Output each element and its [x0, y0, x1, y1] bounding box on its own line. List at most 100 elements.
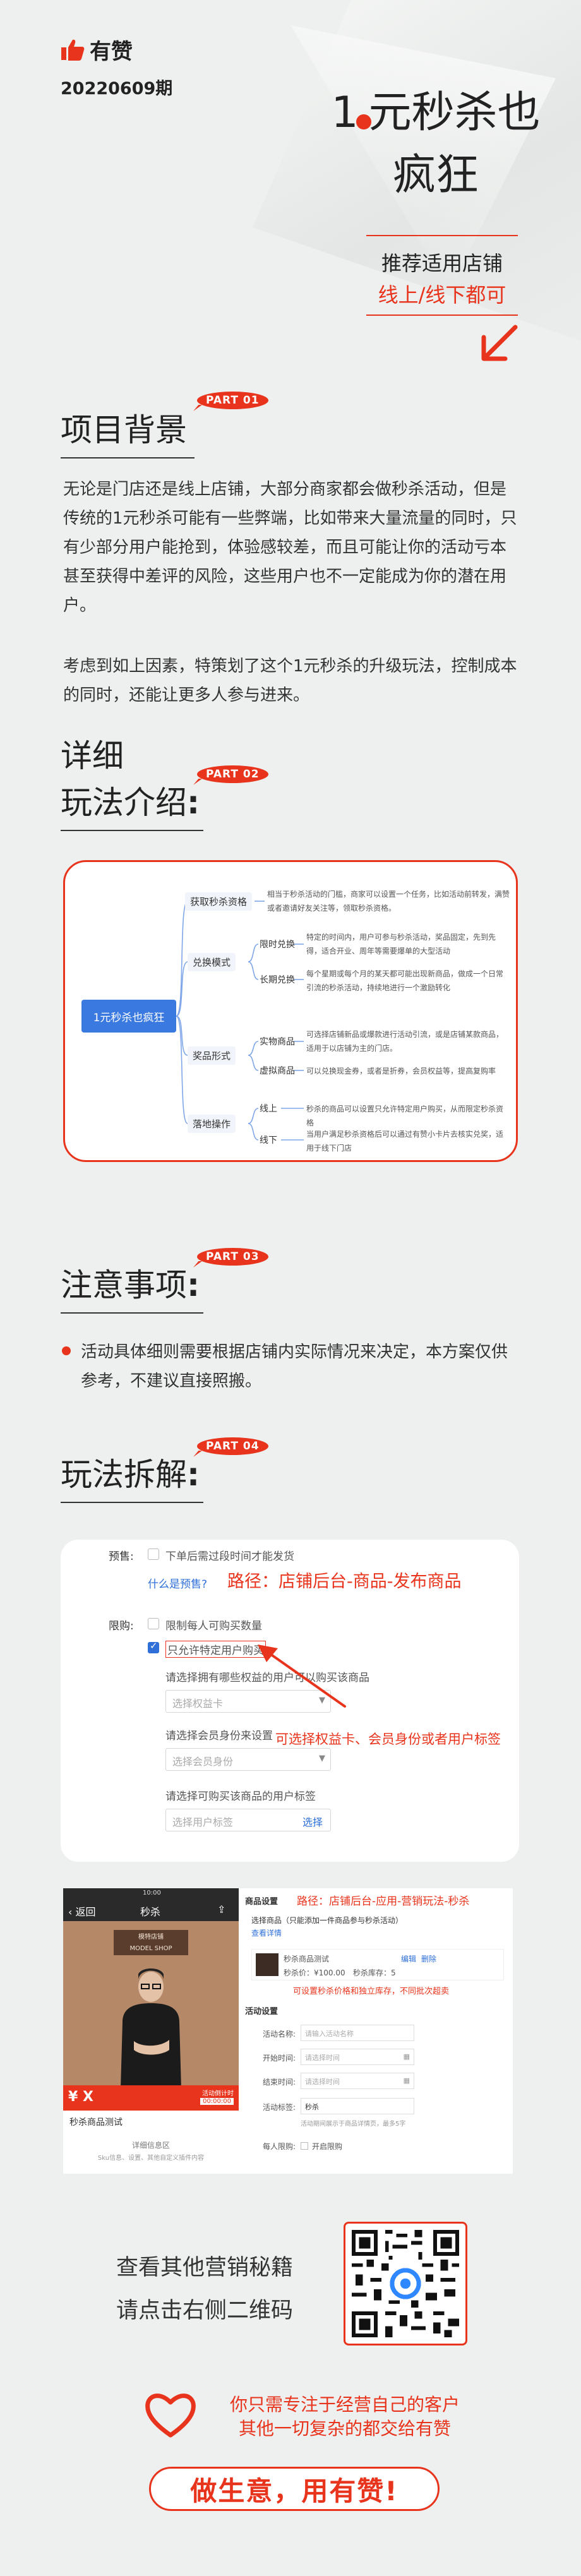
mindmap-sub: 长期兑换: [260, 975, 295, 985]
mindmap-branch: 落地操作: [188, 1115, 236, 1133]
hero-subtitle-highlight: 线上/线下都可: [378, 283, 506, 307]
seckill-price: ¥ X: [68, 2089, 93, 2105]
section-title: 注意事项:: [61, 1267, 200, 1303]
rights-label: 请选择拥有哪些权益的用户可以购买该商品: [165, 1672, 369, 1684]
qr-caption-line1: 查看其他营销秘籍: [116, 2255, 294, 2280]
limit-count-option: 限制每人可购买数量: [165, 1620, 262, 1632]
mindmap-leaf: 每个星期或每个月的某天都可能出现新商品，做成一个日常引流的秒杀活动，持续地进行一…: [306, 969, 504, 992]
section-title-line2: 玩法介绍:: [61, 784, 200, 821]
hero-title-line2: 疯狂: [392, 150, 479, 200]
mindmap-leaf: 可以兑换现金券，或者是折券，会员权益等，提高复购率: [306, 1067, 496, 1075]
presale-label: 预售:: [109, 1550, 134, 1563]
price-note: 可设置秒杀价格和独立库存，不同批次超卖: [293, 1987, 450, 1996]
brand-name: 有赞: [90, 39, 133, 64]
limit-label: 每人限购:: [262, 2142, 296, 2151]
chevron-down-icon: ▼: [319, 1696, 325, 1705]
phone-time: 10:00: [143, 1890, 161, 1896]
tag-pick-link[interactable]: 选择: [302, 1816, 323, 1828]
hero-subtitle: 推荐适用店铺: [381, 251, 503, 275]
title-underline: [61, 1502, 203, 1503]
paragraph: 无论是门店还是线上店铺，大部分商家都会做秒杀活动，但是传统的1元秒杀可能有一些弊…: [63, 480, 517, 615]
start-time-input[interactable]: 请选择时间▦: [301, 2049, 414, 2065]
limit-count-checkbox[interactable]: [148, 1618, 159, 1629]
selected-product: 秒杀商品测试 秒杀价：¥100.00 秒杀库存：5 编辑 删除: [251, 1949, 504, 1980]
phone-title: 秒杀: [140, 1906, 161, 1918]
part-badge: PART 03: [197, 1248, 268, 1266]
mindmap-leaf: 相当于秒杀活动的门槛，商家可以设置一个任务，比如活动前转发，满赞或者邀请好友关注…: [267, 890, 510, 913]
part-badge: PART 01: [197, 392, 268, 409]
rights-select[interactable]: 选择权益卡▼: [165, 1690, 331, 1713]
limit-checkbox[interactable]: [301, 2142, 308, 2150]
activity-tag-hint: 活动期间展示于商品详情页，最多5字: [301, 2121, 406, 2128]
edit-link[interactable]: 编辑: [401, 1955, 417, 1963]
mindmap-sub: 线上: [260, 1104, 277, 1114]
section-product-settings: 商品设置: [245, 1897, 279, 1907]
presale-checkbox[interactable]: [148, 1549, 159, 1560]
mindmap-root: 1元秒杀也疯狂: [81, 1000, 176, 1033]
screenshot-seckill-settings: 10:00 ‹ 返回 秒杀 ⇪ 模特店铺 MODEL SHOP: [63, 1888, 513, 2174]
qr-caption-line2: 请点击右侧二维码: [116, 2298, 294, 2323]
share-icon[interactable]: ⇪: [217, 1903, 226, 1915]
presale-help-link[interactable]: 什么是预售?: [148, 1578, 208, 1591]
brand-logo: 有赞: [61, 34, 133, 65]
limit-user-checkbox[interactable]: [148, 1640, 159, 1653]
slogan-line2: 其他一切复杂的都交给有赞: [238, 2418, 451, 2439]
product-image: 模特店铺 MODEL SHOP: [63, 1921, 239, 2111]
title-underline: [61, 830, 203, 831]
mindmap-leaf: 秒杀的商品可以设置只允许特定用户购买，从而限定秒杀资格: [306, 1105, 504, 1127]
activity-name-label: 活动名称:: [262, 2030, 296, 2039]
cta-button[interactable]: 做生意，用有赞!: [149, 2467, 440, 2511]
hint-note: 可选择权益卡、会员身份或者用户标签: [275, 1732, 501, 1747]
calendar-icon: ▦: [403, 2076, 410, 2085]
arrow-pointer-icon: [258, 1644, 346, 1708]
selected-product-name: 秒杀商品测试: [284, 1955, 330, 1963]
mindmap-leaf: 可选择店铺新品或爆款进行活动引流，或是店铺某款商品，适用于以店铺为主的门店。: [306, 1030, 504, 1053]
limit-user-option: 只允许特定用户购买: [165, 1641, 266, 1658]
countdown-timer: 00:00:00: [200, 2098, 234, 2105]
section-title: 玩法拆解:: [61, 1456, 200, 1493]
qr-code[interactable]: [344, 2222, 467, 2345]
activity-tag-input[interactable]: 秒杀: [301, 2098, 414, 2114]
countdown-label: 活动倒计时: [202, 2090, 234, 2097]
seckill-form: 商品设置 路径：店铺后台-应用-营销玩法-秒杀 选择商品（只能添加一件商品参与秒…: [239, 1888, 513, 2174]
end-time-input[interactable]: 请选择时间▦: [301, 2073, 414, 2089]
limit-option: 开启限购: [312, 2142, 343, 2151]
member-label: 请选择会员身份来设置: [165, 1730, 273, 1742]
detail-subtitle: Sku信息、设置、其他自定义插件内容: [97, 2155, 205, 2162]
divider: [366, 315, 518, 316]
arrow-down-left-icon: [481, 325, 518, 361]
mindmap-card: 1元秒杀也疯狂 获取秒杀资格 相当于秒杀活动的门槛，商家可以设置一个任务，比如活…: [63, 860, 518, 1162]
price-bar: ¥ X 活动倒计时 00:00:00: [63, 2085, 239, 2111]
pick-product-label: 选择商品（只能添加一件商品参与秒杀活动）: [251, 1916, 404, 1925]
note-item: 活动具体细则需要根据店铺内实际情况来决定，本方案仅供参考，不建议直接照搬。: [81, 1343, 508, 1391]
mindmap-leaf: 当用户满足秒杀资格后可以通过有赞小卡片去核实兑奖，适用于线下门店: [306, 1130, 504, 1153]
model-figure: [120, 1968, 182, 2111]
screenshot-product-settings: 预售: 下单后需过段时间才能发货 什么是预售? 路径：店铺后台-商品-发布商品 …: [61, 1540, 519, 1862]
part-badge: PART 02: [197, 765, 268, 783]
pick-product-link[interactable]: 查看详情: [251, 1929, 282, 1938]
shop-sign: 模特店铺 MODEL SHOP: [114, 1930, 188, 1955]
selected-product-stock: 秒杀库存：5: [353, 1968, 396, 1977]
heart-icon: [145, 2393, 196, 2438]
mindmap-leaf: 特定的时间内，用户可参与秒杀活动，奖品固定，先到先得，适合开业、周年等需要爆单的…: [306, 933, 496, 956]
path-note: 路径：店铺后台-商品-发布商品: [227, 1572, 462, 1591]
part-badge: PART 04: [197, 1437, 268, 1455]
activity-name-input[interactable]: 请输入活动名称: [301, 2025, 414, 2041]
phone-preview: 10:00 ‹ 返回 秒杀 ⇪ 模特店铺 MODEL SHOP: [63, 1888, 239, 2174]
member-select[interactable]: 选择会员身份▼: [165, 1748, 331, 1771]
activity-tag-label: 活动标签:: [262, 2103, 296, 2112]
divider: [366, 235, 518, 236]
calendar-icon: ▦: [403, 2052, 410, 2061]
presale-option: 下单后需过段时间才能发货: [165, 1550, 294, 1563]
tag-select[interactable]: 选择用户标签选择: [165, 1809, 331, 1831]
chevron-down-icon: ▼: [319, 1754, 325, 1763]
mindmap-sub: 实物商品: [260, 1037, 295, 1047]
phone-back-button[interactable]: ‹ 返回: [68, 1906, 96, 1918]
mindmap-branch: 兑换模式: [188, 953, 236, 971]
delete-link[interactable]: 删除: [421, 1955, 437, 1963]
paragraph: 考虑到如上因素，特策划了这个1元秒杀的升级玩法，控制成本的同时，还能让更多人参与…: [63, 657, 517, 705]
limit-label: 限购:: [109, 1620, 134, 1632]
